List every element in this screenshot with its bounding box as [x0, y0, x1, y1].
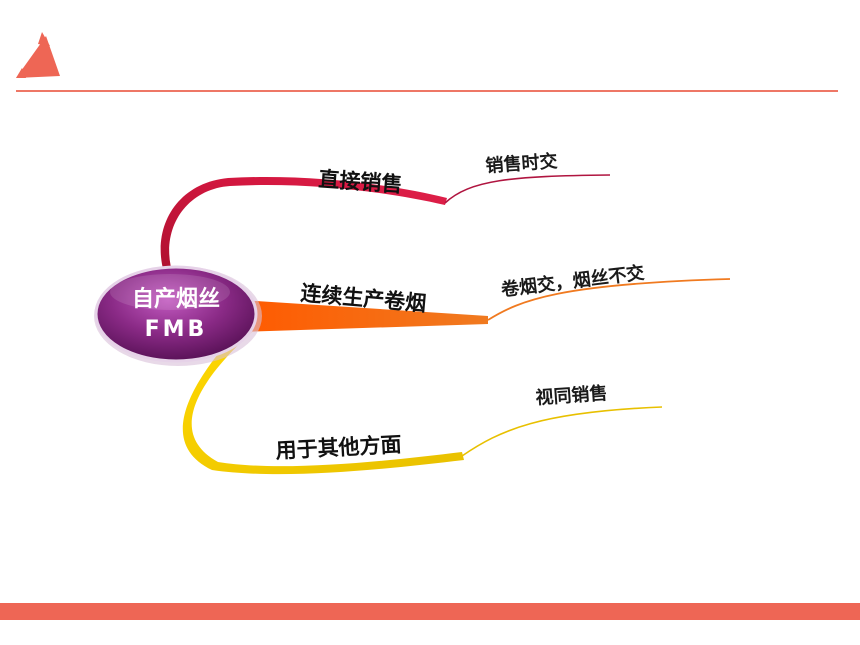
leaf-label-deemed-sale: 视同销售: [535, 382, 608, 409]
center-node-subtitle: FMB: [145, 317, 208, 342]
branch-label-other-uses: 用于其他方面: [275, 432, 402, 463]
center-node: [94, 265, 258, 363]
center-node-title: 自产烟丝: [132, 286, 220, 312]
footer-band: [0, 603, 860, 620]
header-rule: [16, 90, 838, 92]
logo-icon: [16, 32, 60, 78]
center-node-highlight: [110, 274, 230, 310]
branch-other-uses-leaf-line: [461, 406, 663, 457]
branch-direct-sales-leaf-line: [444, 174, 611, 204]
logo-triangle-small: [38, 32, 50, 46]
branch-other-uses-curve: [182, 328, 465, 475]
leaf-label-on-sale: 销售时交: [485, 150, 558, 177]
branch-continuous-production-leaf-line: [487, 278, 731, 321]
branch-continuous-production-curve: [240, 300, 488, 332]
branch-label-direct-sales: 直接销售: [318, 167, 403, 197]
logo-triangle-large: [16, 36, 60, 78]
leaf-label-cigarette-taxed: 卷烟交，烟丝不交: [499, 262, 646, 302]
logo-triangle-tiny: [16, 68, 26, 78]
